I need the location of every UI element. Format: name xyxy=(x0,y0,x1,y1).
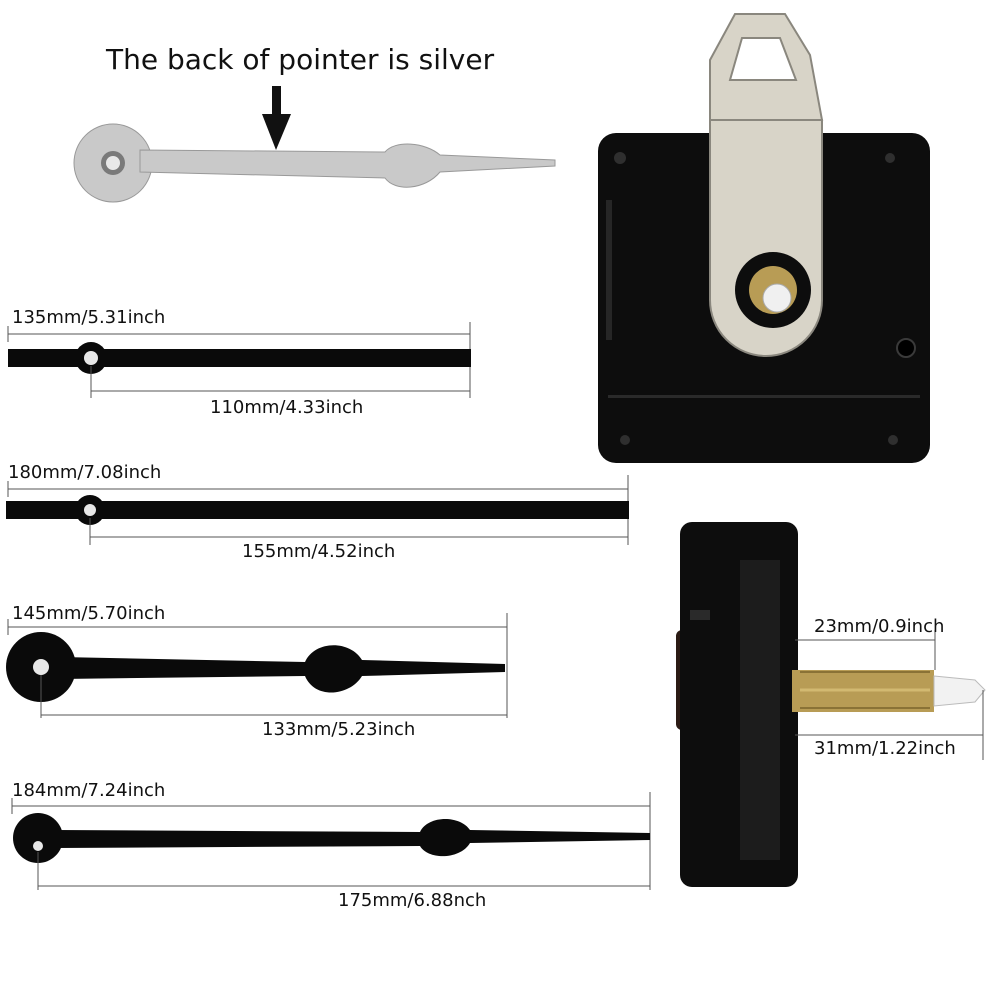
down-arrow-icon xyxy=(262,86,291,150)
hand-1-total-label: 135mm/5.31inch xyxy=(12,307,166,328)
hand-3 xyxy=(6,613,508,718)
hand-3-total-label: 145mm/5.70inch xyxy=(12,603,166,624)
hand-1 xyxy=(7,322,471,398)
hand-1-shaft-label: 110mm/4.33inch xyxy=(210,397,364,418)
hand-2-total-label: 180mm/7.08inch xyxy=(8,462,162,483)
silver-hand xyxy=(73,123,556,203)
hand-2 xyxy=(6,475,629,545)
movement-total-label: 31mm/1.22inch xyxy=(814,738,956,759)
clock-movement-side xyxy=(676,522,986,887)
hand-4-total-label: 184mm/7.24inch xyxy=(12,780,166,801)
movement-shaft-label: 23mm/0.9inch xyxy=(814,616,945,637)
hand-4 xyxy=(11,792,651,890)
hand-2-shaft-label: 155mm/4.52inch xyxy=(242,541,396,562)
hand-4-shaft-label: 175mm/6.88nch xyxy=(338,890,487,911)
hand-3-shaft-label: 133mm/5.23inch xyxy=(262,719,416,740)
silver-back-note: The back of pointer is silver xyxy=(106,43,495,76)
clock-movement-front xyxy=(598,13,930,463)
